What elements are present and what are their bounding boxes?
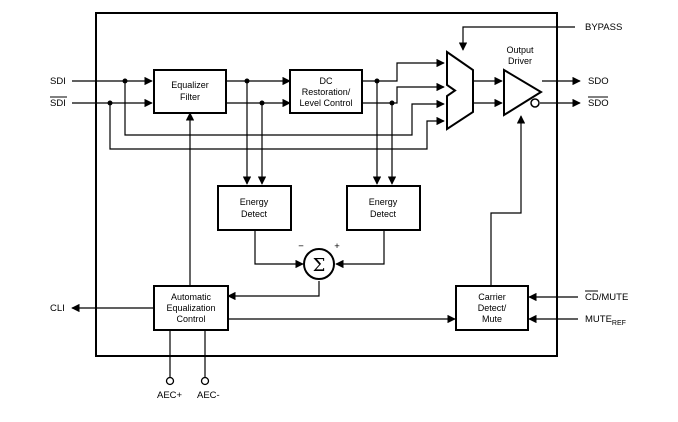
energy-detect-block-2: Energy Detect (346, 185, 421, 231)
energy1-label-1: Energy (240, 197, 269, 207)
sigma-symbol: Σ (313, 255, 326, 276)
sdi-wires (72, 76, 445, 150)
energy1-label-2: Detect (241, 209, 268, 219)
aec-label-1: Automatic (171, 292, 212, 302)
carrier-detect-block: Carrier Detect/ Mute (455, 285, 529, 331)
carrier-label-3: Mute (482, 314, 502, 324)
dc-label-2: Restoration/ (302, 87, 351, 97)
energy2-label-1: Energy (369, 197, 398, 207)
eq-to-dc-wires (226, 76, 291, 185)
inverting-bubble-icon (530, 98, 540, 108)
cd-mute-pin-label: CD/MUTE (585, 292, 628, 303)
aec-label-2: Equalization (166, 303, 215, 313)
summer-plus-sign: + (334, 241, 340, 252)
dc-to-mux-wires (362, 58, 445, 185)
aec-pin-wires (165, 330, 210, 386)
bypass-wire (458, 26, 575, 51)
dc-label-1: DC (320, 76, 333, 86)
sdo-pin-label: SDO (588, 76, 609, 87)
sdo-wires (540, 76, 581, 108)
multiplexer-icon (446, 50, 474, 131)
energy-to-summer-wires (254, 230, 385, 269)
summer-to-aec-wire (227, 281, 320, 301)
driver-label-2: Driver (508, 56, 532, 66)
eq-label-2: Filter (180, 92, 200, 102)
chip-boundary (95, 12, 558, 357)
carrier-label-2: Detect/ (478, 303, 507, 313)
energy2-label-2: Detect (370, 209, 397, 219)
equalizer-filter-block: Equalizer Filter (153, 69, 227, 114)
aec-label-3: Control (176, 314, 205, 324)
summing-junction: Σ − + (298, 241, 340, 280)
carrier-label-1: Carrier (478, 292, 506, 302)
driver-label-1: Output (506, 45, 534, 55)
aec-plus-pin-icon (165, 376, 175, 386)
mux-to-driver-wires (474, 76, 503, 108)
aec-minus-pin-icon (200, 376, 210, 386)
dc-restoration-block: DC Restoration/ Level Control (289, 69, 363, 114)
aec-block: Automatic Equalization Control (153, 285, 229, 331)
mute-ref-pin-label: MUTEREF (585, 314, 626, 327)
carrier-input-wires (528, 292, 578, 324)
summer-minus-sign: − (298, 241, 304, 252)
energy-detect-block-1: Energy Detect (217, 185, 292, 231)
dc-label-3: Level Control (299, 98, 352, 108)
aec-minus-pin-label: AEC- (197, 390, 220, 401)
cli-pin-label: CLI (50, 303, 65, 314)
bypass-pin-label: BYPASS (585, 22, 622, 33)
sdi-n-pin-label: SDI (50, 98, 66, 109)
carrier-to-driver-wire (490, 115, 526, 286)
output-driver-icon: Output Driver (503, 45, 543, 117)
eq-label-1: Equalizer (171, 80, 209, 90)
aec-plus-pin-label: AEC+ (157, 390, 183, 401)
sdi-pin-label: SDI (50, 76, 66, 87)
sdo-n-pin-label: SDO (588, 98, 609, 109)
